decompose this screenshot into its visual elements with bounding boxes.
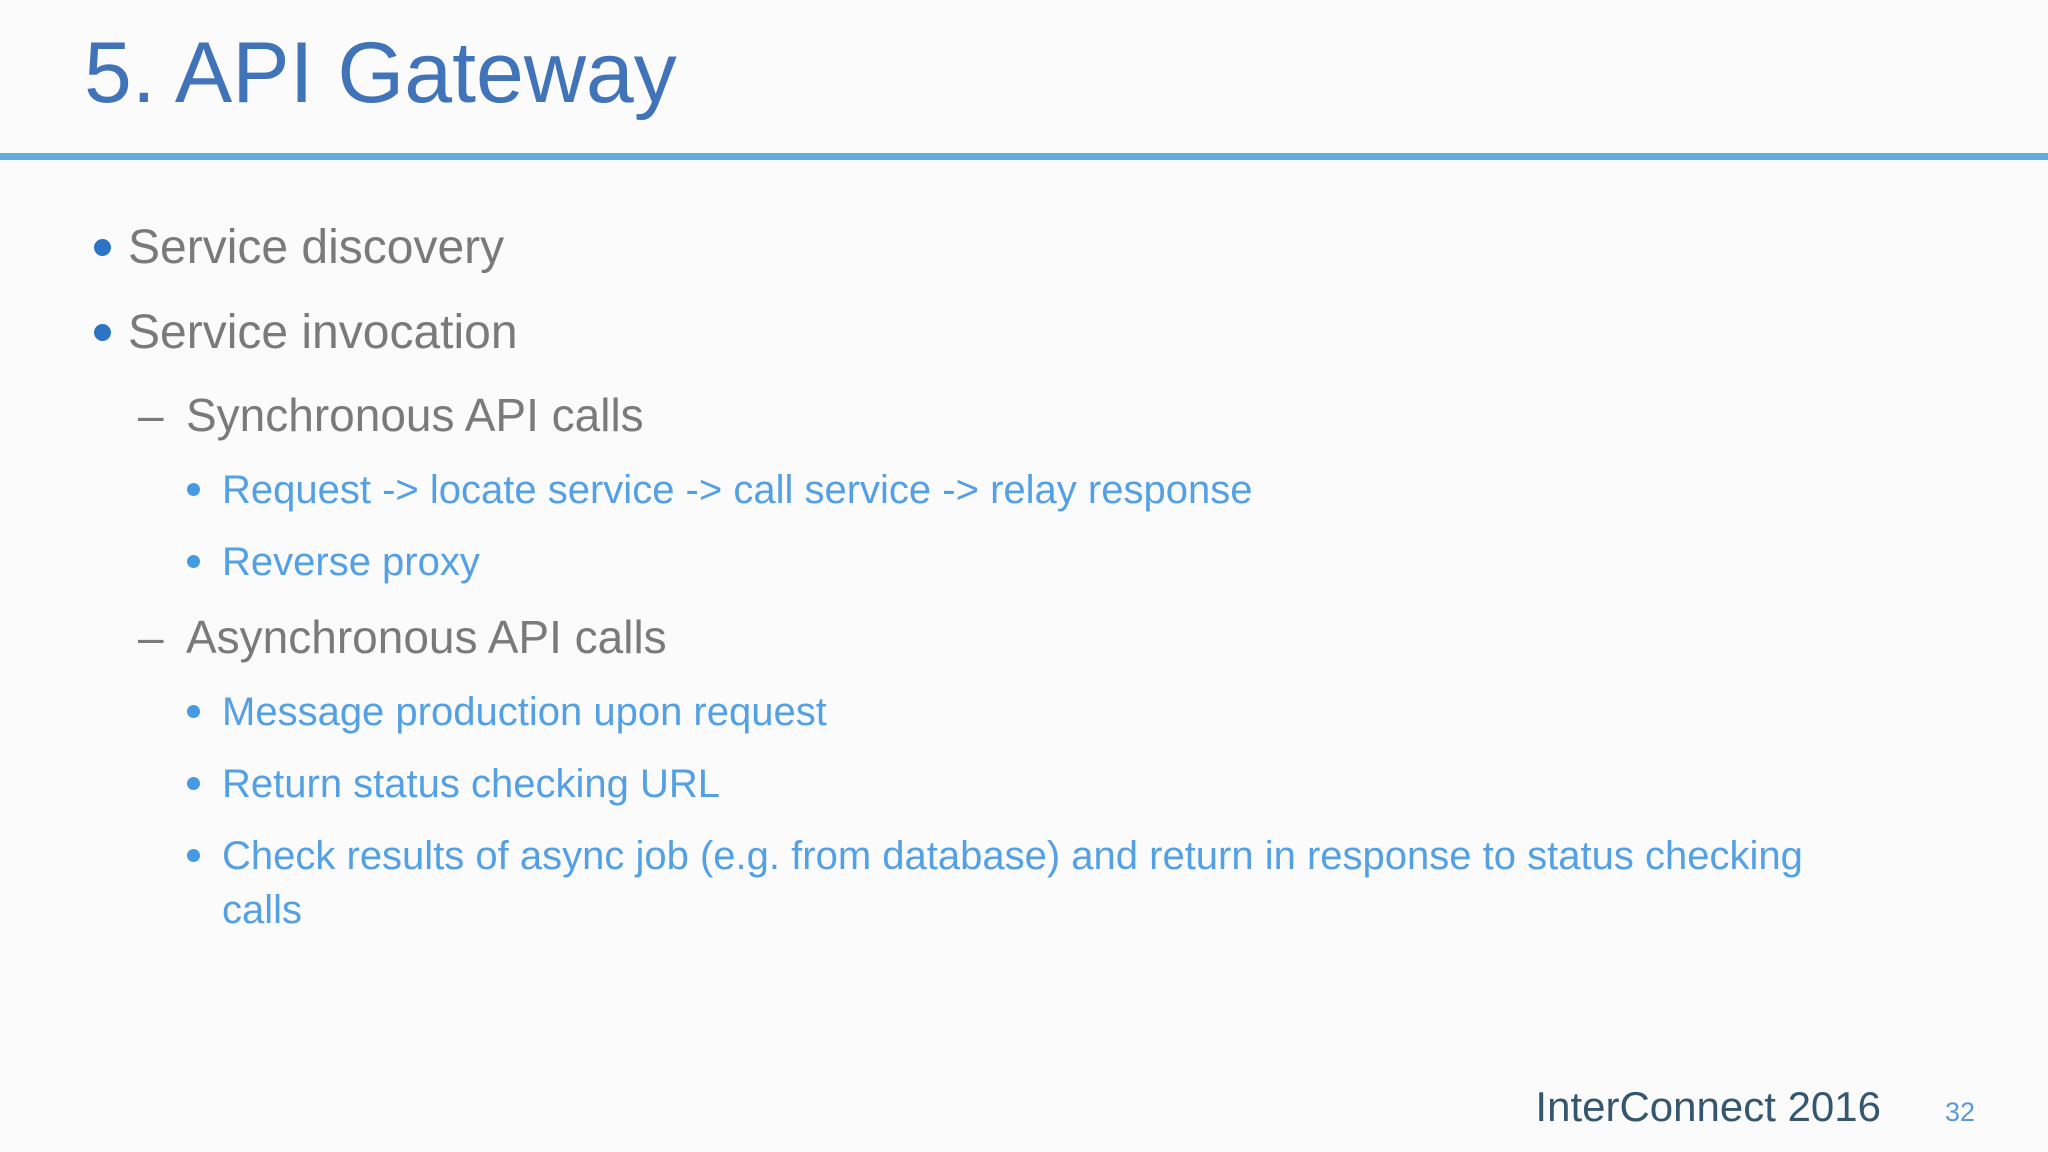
bullet-dot-icon <box>187 483 200 496</box>
bullet-text: Service invocation <box>128 306 518 359</box>
bullet-text: Asynchronous API calls <box>186 611 667 663</box>
bullet-text: Synchronous API calls <box>186 389 644 441</box>
page-number: 32 <box>1944 1097 1975 1127</box>
bullet-item-message-production: Message production upon request <box>0 685 2048 739</box>
bullet-dot-icon <box>94 239 111 256</box>
bullet-item-service-discovery: Service discovery <box>0 218 2048 278</box>
dash-bullet-icon: – <box>138 389 164 441</box>
bullet-item-service-invocation: Service invocation <box>0 303 2048 363</box>
bullet-dot-icon <box>94 324 111 341</box>
bullet-text: Service discovery <box>128 221 505 274</box>
dash-bullet-icon: – <box>138 611 164 663</box>
bullet-text: Message production upon request <box>222 690 827 734</box>
bullet-text: Reverse proxy <box>222 540 480 584</box>
bullet-item-reverse-proxy: Reverse proxy <box>0 535 2048 589</box>
bullet-dot-icon <box>187 705 200 718</box>
bullet-item-request-flow: Request -> locate service -> call servic… <box>0 463 2048 517</box>
bullet-item-return-status-url: Return status checking URL <box>0 757 2048 811</box>
footer-conference: InterConnect 2016 <box>1535 1083 1881 1130</box>
bullet-item-check-results: Check results of async job (e.g. from da… <box>0 829 2048 937</box>
bullet-text: Check results of async job (e.g. from da… <box>222 834 1803 932</box>
bullet-dot-icon <box>187 849 200 862</box>
bullet-item-asynchronous-api-calls: – Asynchronous API calls <box>0 608 2048 666</box>
bullet-dot-icon <box>187 777 200 790</box>
bullet-dot-icon <box>187 555 200 568</box>
slide-title: 5. API Gateway <box>84 25 677 121</box>
bullet-item-synchronous-api-calls: – Synchronous API calls <box>0 386 2048 444</box>
bullet-text: Return status checking URL <box>222 762 721 806</box>
bullet-text: Request -> locate service -> call servic… <box>222 468 1253 512</box>
title-rule <box>0 153 2048 160</box>
